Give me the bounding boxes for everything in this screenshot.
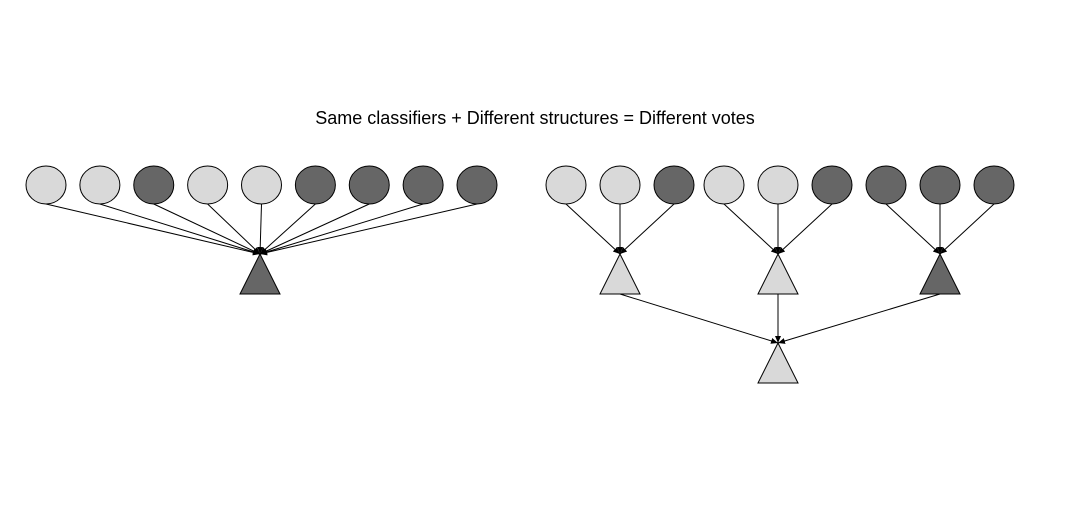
diagram-title: Same classifiers + Different structures … xyxy=(315,108,755,128)
classifier-node xyxy=(811,165,853,205)
vote-aggregator-node xyxy=(757,252,799,295)
vote-arrow xyxy=(259,203,370,255)
vote-arrow xyxy=(259,203,424,255)
vote-aggregator-node xyxy=(599,252,641,295)
vote-arrow xyxy=(723,203,779,255)
hierarchical-voting-structure xyxy=(545,165,1015,384)
vote-arrow xyxy=(777,293,941,344)
vote-arrow xyxy=(565,203,621,255)
classifier-node xyxy=(133,165,175,205)
classifier-node xyxy=(703,165,745,205)
vote-arrow xyxy=(885,203,941,255)
vote-arrow xyxy=(257,203,264,255)
classifier-node xyxy=(757,165,799,205)
classifier-node xyxy=(187,165,229,205)
vote-arrow xyxy=(777,203,833,255)
vote-arrow xyxy=(153,203,261,255)
classifier-node xyxy=(456,165,498,205)
vote-arrow xyxy=(619,203,675,255)
vote-aggregator-node xyxy=(757,341,799,384)
classifier-node xyxy=(348,165,390,205)
classifier-node xyxy=(402,165,444,205)
classifier-node xyxy=(865,165,907,205)
classifier-node xyxy=(653,165,695,205)
classifier-node xyxy=(919,165,961,205)
vote-arrow xyxy=(259,203,316,255)
classifier-node xyxy=(79,165,121,205)
classifier-node xyxy=(545,165,587,205)
classifier-node xyxy=(294,165,336,205)
vote-arrow xyxy=(259,203,478,256)
vote-arrow xyxy=(939,203,995,255)
classifier-node xyxy=(25,165,67,205)
vote-arrow xyxy=(619,293,779,344)
vote-arrow xyxy=(99,203,261,255)
classifier-node xyxy=(599,165,641,205)
classifier-node xyxy=(241,165,282,205)
classifier-node xyxy=(973,165,1015,205)
flat-voting-structure xyxy=(25,165,498,295)
vote-aggregator-node xyxy=(919,252,961,295)
vote-arrow xyxy=(45,203,261,256)
vote-arrow xyxy=(207,203,261,255)
vote-aggregator-node xyxy=(239,252,281,295)
